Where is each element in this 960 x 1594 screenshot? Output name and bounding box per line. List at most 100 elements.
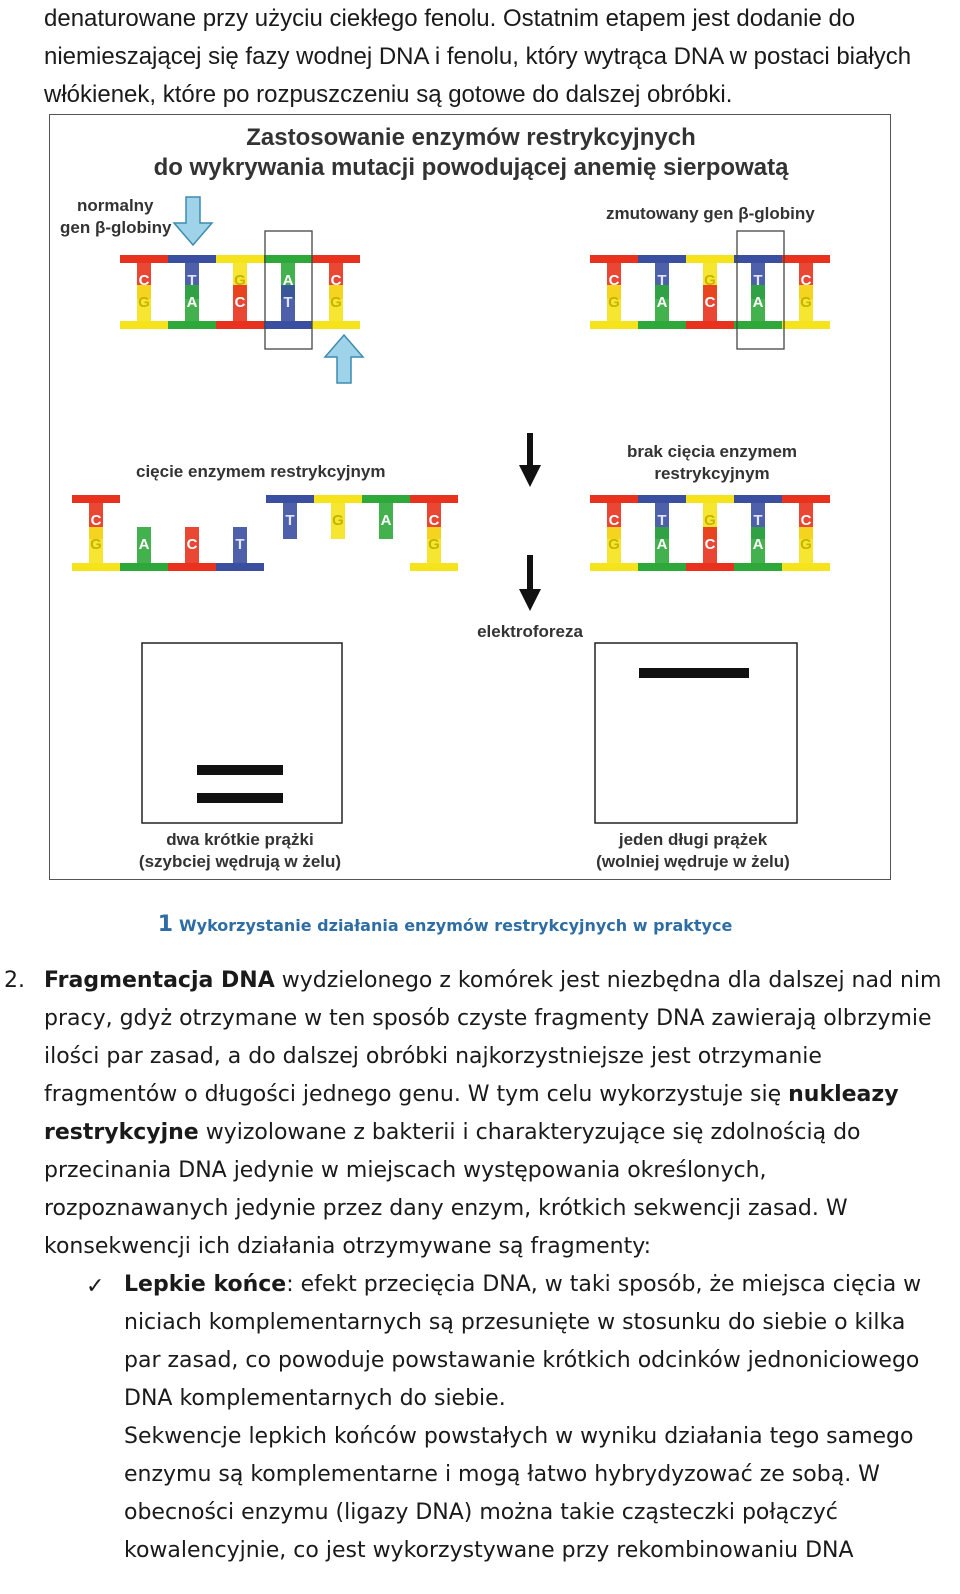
base-letter: C — [801, 512, 812, 529]
base-letter: C — [705, 536, 716, 553]
backbone-segment — [266, 495, 314, 503]
base-rung — [233, 527, 247, 563]
base-rung — [427, 527, 441, 563]
backbone-segment — [120, 255, 168, 263]
base-rung — [137, 527, 151, 563]
section-paragraph: Fragmentacja DNA wydzielonego z komórek … — [44, 962, 944, 1266]
base-letter: C — [235, 294, 246, 311]
backbone-segment — [410, 495, 458, 503]
term-fragmentacja: Fragmentacja DNA — [44, 968, 275, 993]
backbone-segment — [168, 321, 216, 329]
base-rung — [607, 285, 621, 321]
left-gel-label-line2: (szybciej wędrują w żelu) — [139, 852, 341, 871]
up-arrow-icon — [323, 333, 365, 384]
backbone-segment — [734, 321, 782, 329]
base-letter: C — [705, 294, 716, 311]
backbone-segment — [638, 563, 686, 571]
base-letter: C — [331, 272, 342, 289]
base-rung — [799, 285, 813, 321]
base-rung — [655, 527, 669, 563]
backbone-segment — [312, 255, 360, 263]
section-number: 2. — [4, 968, 25, 993]
backbone-segment — [734, 495, 782, 503]
right-gel-label-line1: jeden długi prążek — [618, 830, 768, 849]
base-letter: T — [283, 294, 292, 311]
base-rung — [379, 503, 393, 539]
term-lepkie-konce: Lepkie końce — [124, 1272, 287, 1297]
section-text-1: wydzielonego z komórek jest niezbędna dl… — [44, 968, 942, 1107]
backbone-segment — [686, 563, 734, 571]
base-rung — [607, 527, 621, 563]
base-rung — [703, 527, 717, 563]
base-rung — [751, 527, 765, 563]
base-letter: C — [187, 536, 198, 553]
gel-band-short-1 — [197, 765, 283, 775]
bullet-item: Lepkie końce: efekt przecięcia DNA, w ta… — [124, 1266, 946, 1570]
left-gel-label-line1: dwa krótkie prążki — [166, 830, 313, 849]
backbone-segment — [638, 495, 686, 503]
recognition-site-box — [264, 230, 313, 350]
figure-title-line1: Zastosowanie enzymów restrykcyjnych — [246, 124, 696, 151]
term-nukleazy: nukleazy restrykcyjne — [44, 1082, 899, 1145]
bullet-text: : efekt przecięcia DNA, w taki sposób, ż… — [124, 1272, 922, 1411]
base-rung — [703, 285, 717, 321]
base-letter: T — [657, 272, 666, 289]
figure-diagram: Zastosowanie enzymów restrykcyjnych do w… — [60, 124, 830, 871]
backbone-segment — [782, 255, 830, 263]
base-letter: G — [800, 536, 812, 553]
backbone-segment — [590, 321, 638, 329]
backbone-segment — [120, 563, 168, 571]
backbone-segment — [638, 321, 686, 329]
down-arrow-icon — [172, 196, 214, 247]
normal-gene-label-line1: normalny — [77, 196, 154, 215]
restriction-enzyme-figure: Zastosowanie enzymów restrykcyjnych do w… — [49, 114, 891, 880]
backbone-segment — [734, 255, 782, 263]
base-letter: G — [608, 536, 620, 553]
base-letter: C — [609, 272, 620, 289]
base-letter: A — [187, 294, 198, 311]
base-letter: A — [657, 536, 668, 553]
backbone-segment — [686, 495, 734, 503]
down-arrow-icon — [519, 433, 541, 487]
base-letter: A — [283, 272, 294, 289]
backbone-segment — [216, 321, 264, 329]
base-letter: T — [187, 272, 196, 289]
no-cut-label-line1: brak cięcia enzymem — [627, 442, 797, 461]
base-rung — [233, 285, 247, 321]
backbone-segment — [734, 563, 782, 571]
backbone-segment — [590, 563, 638, 571]
gel-band-short-2 — [197, 793, 283, 803]
electrophoresis-label: elektroforeza — [477, 622, 583, 641]
backbone-segment — [638, 255, 686, 263]
base-letter: A — [139, 536, 150, 553]
base-letter: G — [704, 272, 716, 289]
gel-band-long — [639, 668, 749, 678]
bullet-paragraph-1: Lepkie końce: efekt przecięcia DNA, w ta… — [124, 1266, 946, 1418]
base-letter: T — [235, 536, 244, 553]
checkmark-icon: ✓ — [86, 1274, 105, 1299]
intro-paragraph: denaturowane przy użyciu ciekłego fenolu… — [44, 5, 912, 108]
backbone-segment — [410, 563, 458, 571]
base-rung — [89, 527, 103, 563]
base-letter: C — [801, 272, 812, 289]
backbone-segment — [168, 563, 216, 571]
base-letter: C — [139, 272, 150, 289]
base-letter: A — [657, 294, 668, 311]
base-letter: T — [657, 512, 666, 529]
base-rung — [283, 503, 297, 539]
base-letter: T — [753, 512, 762, 529]
base-letter: T — [753, 272, 762, 289]
base-rung — [281, 285, 295, 321]
base-letter: T — [285, 512, 294, 529]
base-rung — [655, 285, 669, 321]
base-letter: G — [332, 512, 344, 529]
base-rung — [751, 285, 765, 321]
base-letter: G — [428, 536, 440, 553]
base-letter: G — [704, 512, 716, 529]
backbone-segment — [782, 563, 830, 571]
base-rung — [331, 503, 345, 539]
base-letter: A — [753, 536, 764, 553]
backbone-segment — [686, 321, 734, 329]
